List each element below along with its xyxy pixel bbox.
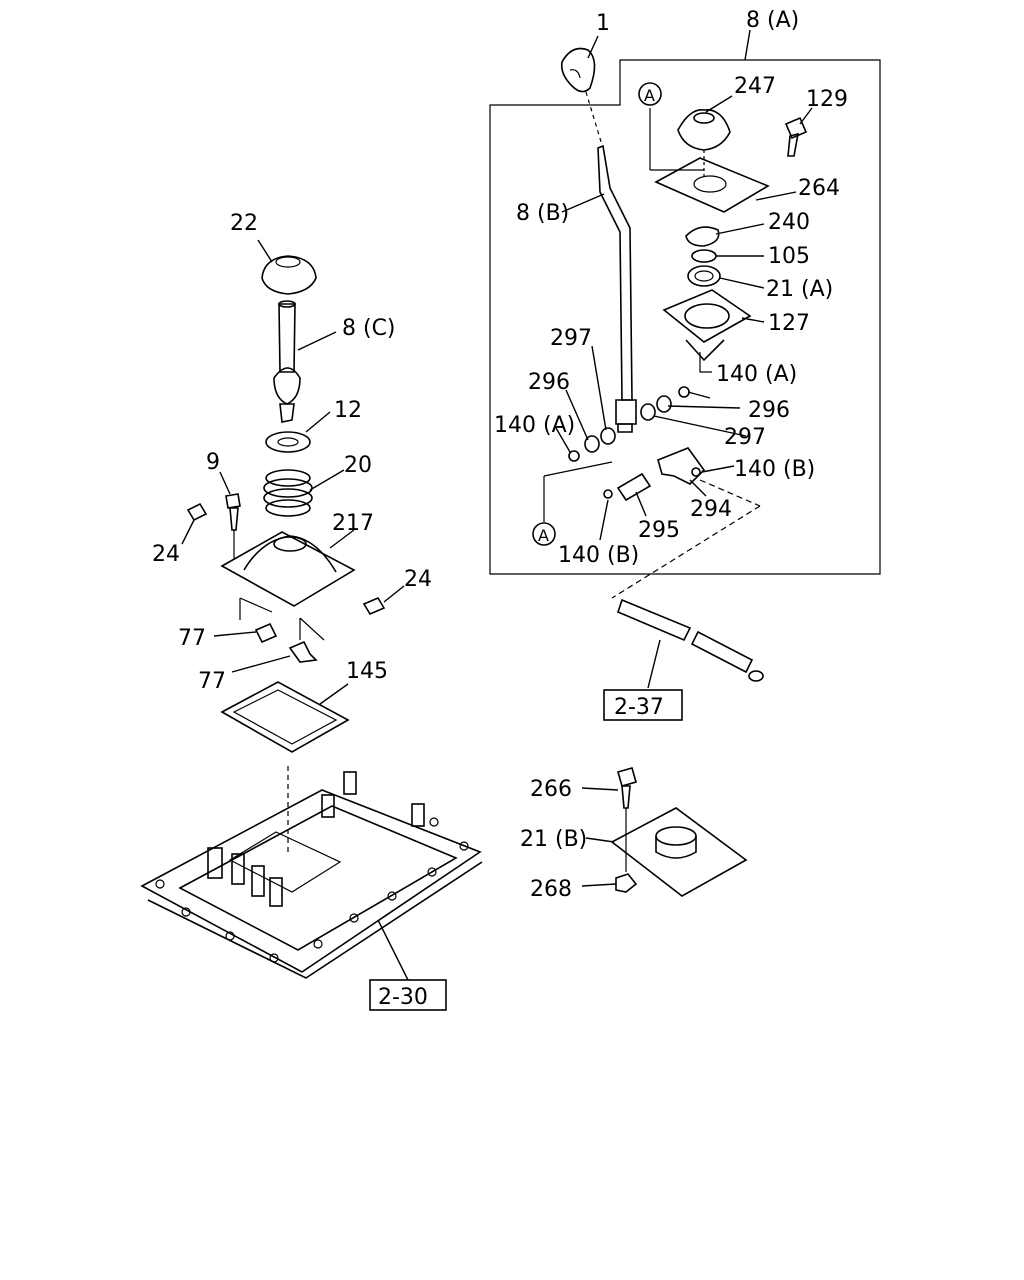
shift-lever-8b — [597, 144, 637, 433]
label-77-top: 77 — [178, 626, 206, 651]
nut-268 — [615, 873, 638, 893]
lever-8c — [273, 300, 301, 423]
label-9: 9 — [206, 450, 220, 475]
circle-ref-a-bottom: A — [532, 522, 556, 546]
label-127: 127 — [768, 311, 810, 336]
pin-24-left — [186, 502, 208, 522]
label-8b: 8 (B) — [516, 201, 569, 226]
label-105: 105 — [768, 244, 810, 269]
label-140b-right: 140 (B) — [734, 457, 815, 482]
svg-text:2-37: 2-37 — [614, 695, 664, 720]
label-129: 129 — [806, 87, 848, 112]
pin-24-right — [362, 596, 386, 616]
plate-21b — [610, 807, 748, 897]
label-297-a: 297 — [550, 326, 592, 351]
label-77-bottom: 77 — [198, 669, 226, 694]
label-145: 145 — [346, 659, 388, 684]
label-217: 217 — [332, 511, 374, 536]
circle-ref-a-top: A — [638, 82, 662, 106]
boot-cover-217 — [220, 529, 356, 607]
housing-127 — [662, 289, 752, 373]
label-12: 12 — [334, 398, 362, 423]
pin-295 — [616, 472, 652, 502]
label-140b-left: 140 (B) — [558, 543, 639, 568]
ring-105 — [691, 249, 717, 263]
label-140a-right: 140 (A) — [716, 362, 797, 387]
label-240: 240 — [768, 210, 810, 235]
top-cover-housing — [140, 771, 483, 981]
knob-22 — [257, 239, 317, 295]
label-266: 266 — [530, 777, 572, 802]
bolt-266 — [617, 767, 637, 872]
bushings-and-clips — [568, 386, 701, 499]
label-20: 20 — [344, 453, 372, 478]
leader-lines — [181, 35, 813, 887]
seat-240 — [685, 226, 720, 247]
label-296-b: 296 — [748, 398, 790, 423]
yoke-294 — [657, 447, 706, 485]
spring-20 — [263, 469, 313, 517]
svg-text:2-30: 2-30 — [378, 985, 428, 1010]
washer-12 — [265, 431, 311, 453]
bolt-9 — [225, 493, 241, 560]
label-1: 1 — [596, 11, 610, 36]
ref-box-2-37[interactable]: 2-37 — [603, 689, 683, 721]
bolt-129 — [784, 116, 808, 157]
svg-text:A: A — [644, 86, 655, 105]
label-295: 295 — [638, 518, 680, 543]
plate-264 — [654, 157, 770, 213]
detail-frame-8a — [489, 59, 881, 575]
label-21b: 21 (B) — [520, 827, 587, 852]
label-268: 268 — [530, 877, 572, 902]
label-140a-left: 140 (A) — [494, 413, 575, 438]
label-294: 294 — [690, 497, 732, 522]
shift-knob-1 — [560, 47, 603, 146]
plugs-77 — [239, 597, 325, 663]
ref-box-2-30[interactable]: 2-30 — [369, 979, 447, 1011]
seat-21a — [687, 265, 721, 287]
label-297-b: 297 — [724, 425, 766, 450]
label-8a: 8 (A) — [746, 8, 799, 33]
label-247: 247 — [734, 74, 776, 99]
label-24-right: 24 — [404, 567, 432, 592]
shift-shaft — [617, 598, 764, 689]
label-296-a: 296 — [528, 370, 570, 395]
svg-text:A: A — [538, 526, 549, 545]
label-22: 22 — [230, 211, 258, 236]
label-8c: 8 (C) — [342, 316, 396, 341]
label-21a: 21 (A) — [766, 277, 833, 302]
gasket-145 — [220, 681, 350, 856]
label-264: 264 — [798, 176, 840, 201]
label-24-left: 24 — [152, 542, 180, 567]
boot-247 — [677, 109, 731, 178]
